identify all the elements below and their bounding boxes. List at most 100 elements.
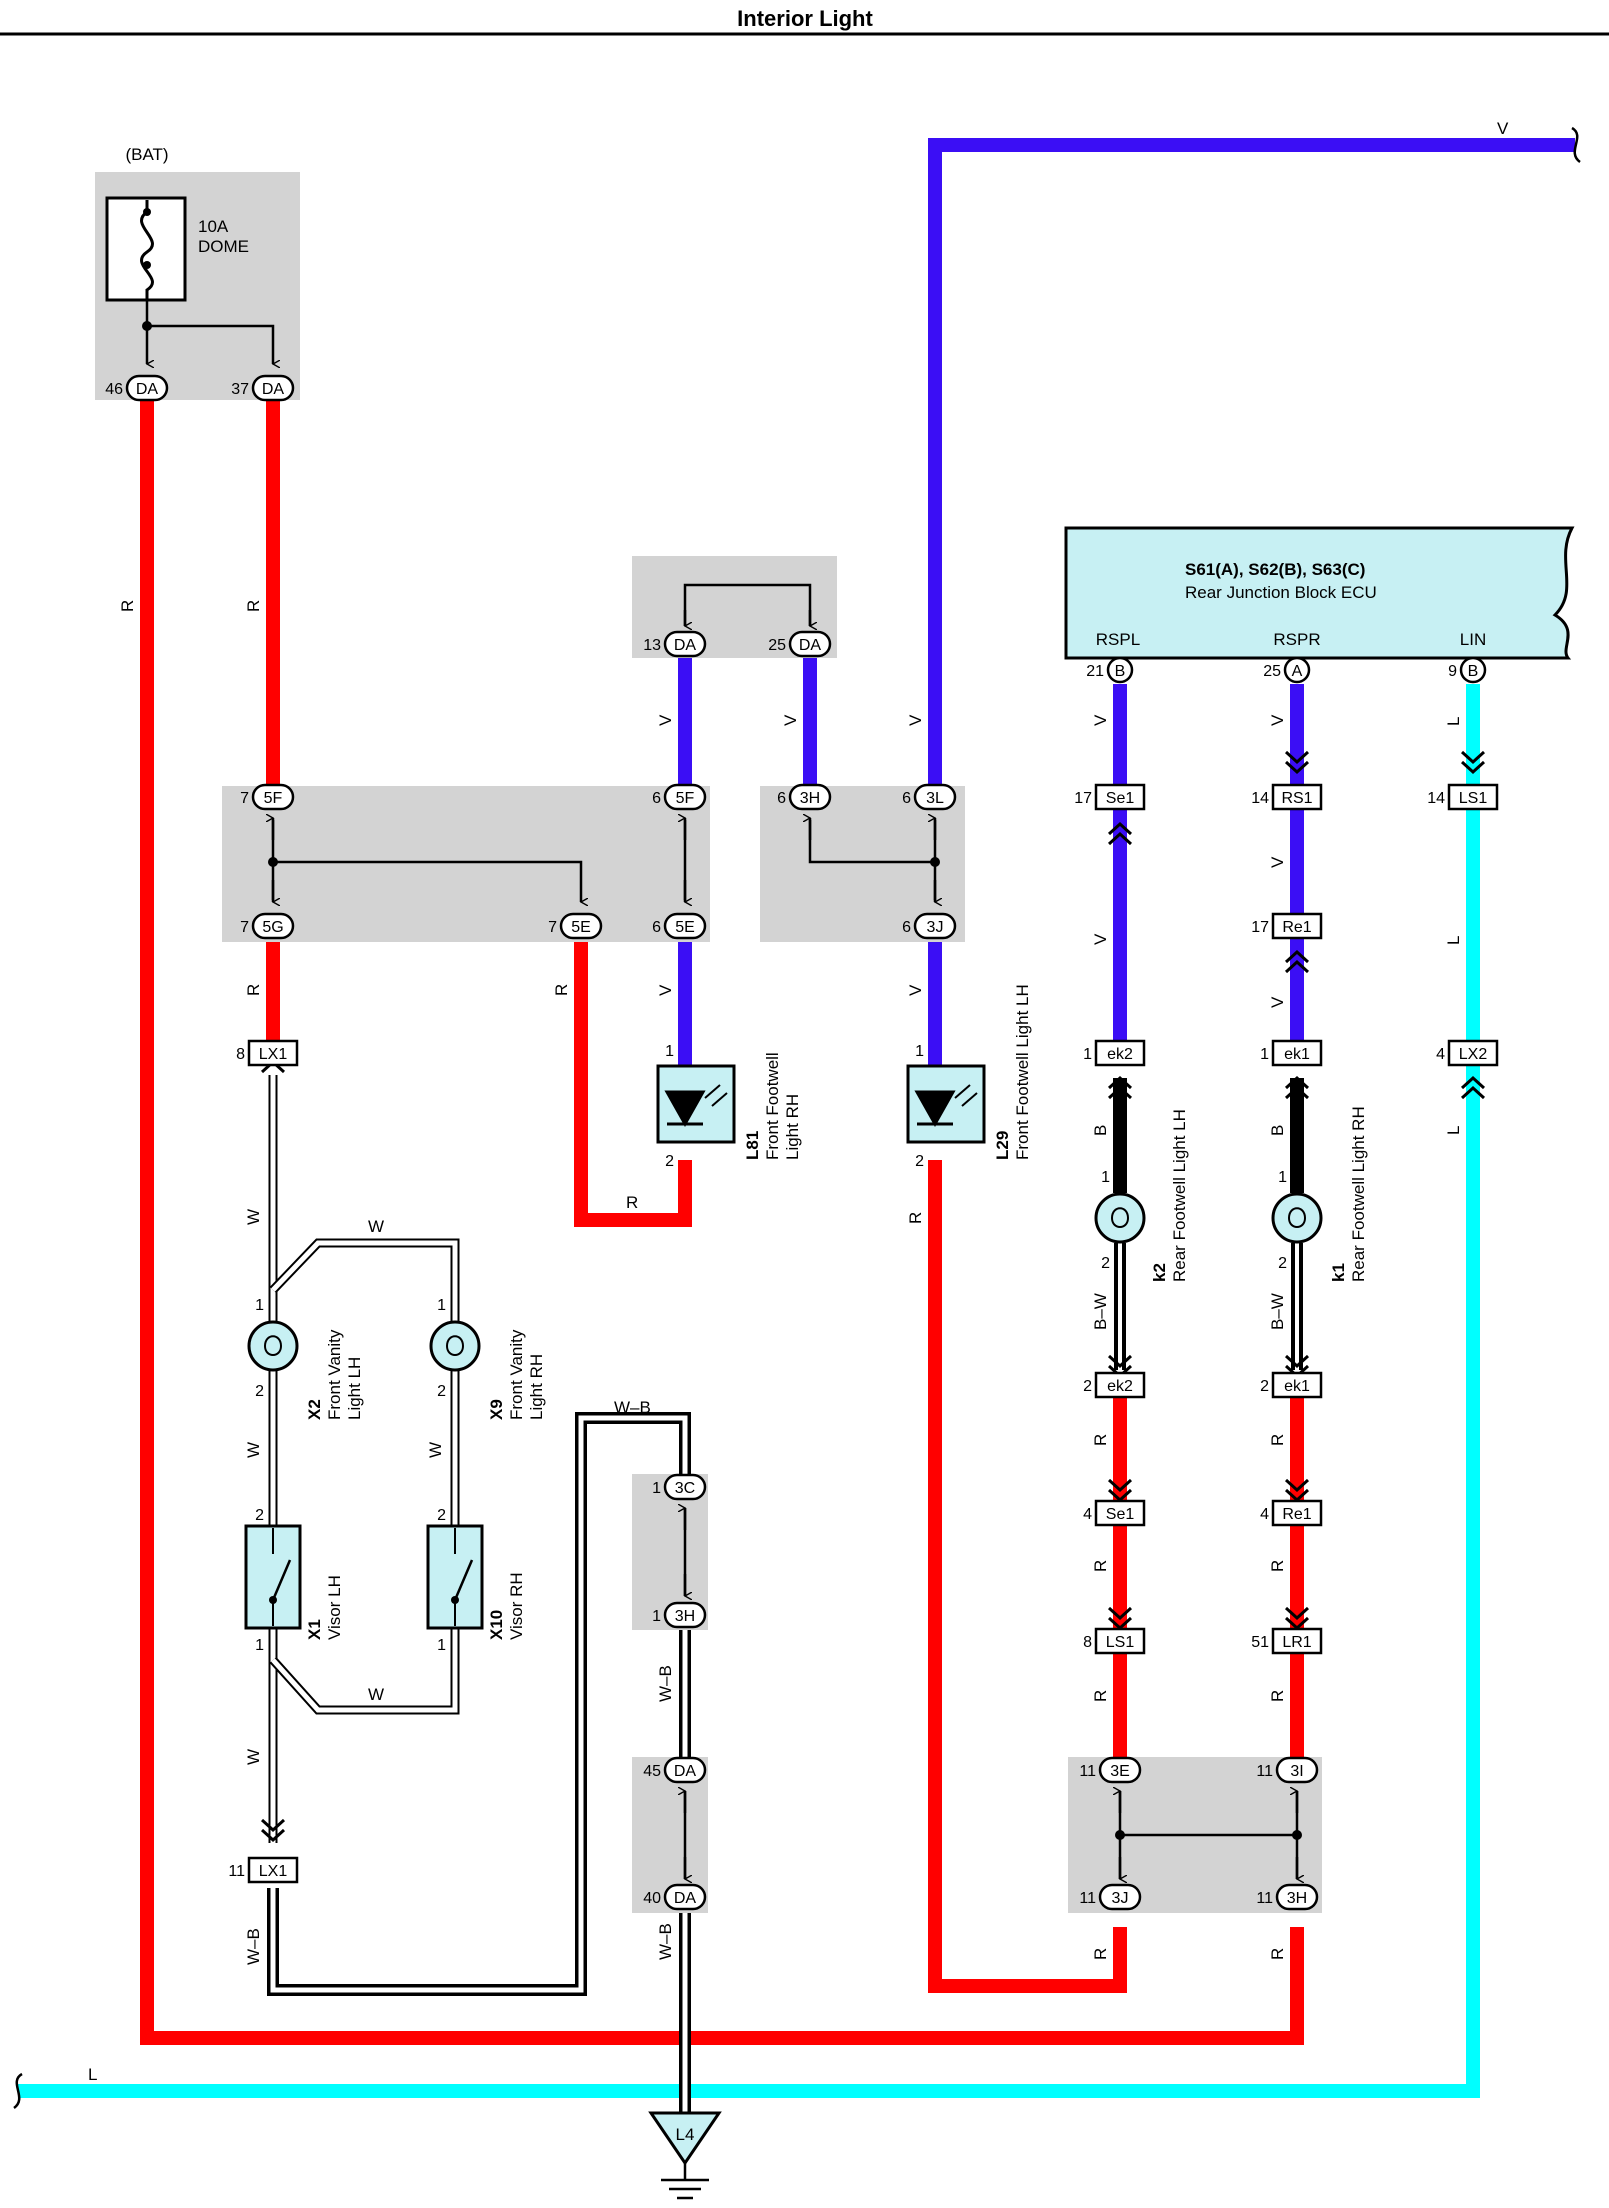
wire-violet-main xyxy=(928,138,1575,786)
wire-break-lightblue xyxy=(13,2072,23,2110)
wire-label: R xyxy=(1091,1434,1110,1446)
connector-ecu-b21: B21 xyxy=(1086,656,1134,684)
pin-number: 2 xyxy=(1278,1255,1287,1272)
l81-id: L81 xyxy=(743,1131,762,1160)
wire-label: R xyxy=(1268,1560,1287,1572)
ground-id: L4 xyxy=(676,2125,695,2144)
front-vanity-light-rh xyxy=(429,1320,481,1372)
connector-code: 3J xyxy=(927,919,944,936)
connector-code: Se1 xyxy=(1106,1506,1135,1523)
connector-code: LX1 xyxy=(259,1046,288,1063)
connector-code: 3E xyxy=(1110,1763,1130,1780)
connector-code: Re1 xyxy=(1282,919,1311,936)
ecu-pin-lin: LIN xyxy=(1460,630,1486,649)
k2-name: Rear Footwell Light LH xyxy=(1170,1109,1189,1282)
visor-lh-switch xyxy=(244,1524,302,1630)
pin-number: 1 xyxy=(665,1043,674,1060)
connector-code: 5E xyxy=(675,919,695,936)
x10-name: Visor RH xyxy=(507,1572,526,1640)
connector-code: 3C xyxy=(675,1480,695,1497)
wire-white-rh-top xyxy=(269,1238,460,1310)
wire-label: R xyxy=(1091,1948,1110,1960)
connector-c3-1: 3C1 xyxy=(652,1473,707,1501)
connector-f5-6: 5F6 xyxy=(652,783,707,811)
connector-code: B xyxy=(1468,663,1479,680)
wire-label: B xyxy=(1268,1125,1287,1136)
pin-number: 1 xyxy=(1101,1169,1110,1186)
pin-number: 2 xyxy=(255,1507,264,1524)
rear-footwell-light-rh xyxy=(1271,1192,1323,1244)
x9-name-2: Light RH xyxy=(527,1354,546,1420)
connector-code: RS1 xyxy=(1281,790,1312,807)
x9-id: X9 xyxy=(487,1399,506,1420)
wire-label: R xyxy=(244,984,263,996)
wire-label: R xyxy=(1091,1560,1110,1572)
connector-code: 3I xyxy=(1290,1763,1303,1780)
connector-code: 3H xyxy=(1287,1890,1307,1907)
connector-g5-7: 5G7 xyxy=(240,912,295,940)
ecu-ids: S61(A), S62(B), S63(C) xyxy=(1185,560,1365,579)
wire-label: R xyxy=(1091,1690,1110,1702)
wire-red-5e-l81 xyxy=(574,942,692,1227)
rear-footwell-light-lh xyxy=(1094,1192,1146,1244)
diagram-title: Interior Light xyxy=(737,6,873,31)
pin-number: 2 xyxy=(915,1153,924,1170)
connector-code: 3L xyxy=(926,790,944,807)
x10-id: X10 xyxy=(487,1610,506,1640)
wire-label: L xyxy=(1444,936,1463,945)
connector-code: Re1 xyxy=(1282,1506,1311,1523)
connector-code: DA xyxy=(674,1890,697,1907)
wire-red-l29-3j xyxy=(928,1160,1127,1993)
connector-l3-6: 3L6 xyxy=(902,783,957,811)
connector-code: DA xyxy=(674,637,697,654)
wire-label: L xyxy=(1444,717,1463,726)
ecu-box xyxy=(1064,526,1575,660)
wire-label: V xyxy=(1091,714,1110,726)
connector-code: LR1 xyxy=(1282,1634,1311,1651)
pin-number: 2 xyxy=(1101,1255,1110,1272)
wire-label: W xyxy=(244,1209,263,1225)
l29-id: L29 xyxy=(993,1131,1012,1160)
wire-label: V xyxy=(906,984,925,996)
pin-number: 1 xyxy=(915,1043,924,1060)
connector-pin: 2 xyxy=(1083,1378,1092,1395)
connector-pin: 14 xyxy=(1427,790,1445,807)
connector-pin: 4 xyxy=(1436,1046,1445,1063)
wire-label: R xyxy=(906,1212,925,1224)
junction-block-5f xyxy=(222,786,710,942)
wire-label: L xyxy=(88,2065,97,2084)
pin-number: 2 xyxy=(437,1383,446,1400)
front-footwell-light-lh xyxy=(906,1064,986,1144)
x9-name-1: Front Vanity xyxy=(507,1329,526,1420)
connector-code: ek1 xyxy=(1284,1378,1310,1395)
connector-code: A xyxy=(1292,663,1303,680)
wire-label: B xyxy=(1091,1125,1110,1136)
connector-pin: 17 xyxy=(1251,919,1269,936)
x2-id: X2 xyxy=(305,1399,324,1420)
pin-number: 2 xyxy=(255,1383,264,1400)
wire-label: V xyxy=(1268,856,1287,868)
connector-f5-7: 5F7 xyxy=(240,783,295,811)
connector-pin: 21 xyxy=(1086,663,1104,680)
connector-e5-6: 5E6 xyxy=(652,912,707,940)
wire-label: V xyxy=(1268,996,1287,1008)
wire-label: R xyxy=(552,984,571,996)
connector-pin: 25 xyxy=(768,637,786,654)
connector-code: LX1 xyxy=(259,1863,288,1880)
pin-number: 2 xyxy=(437,1507,446,1524)
connector-pin: 6 xyxy=(652,790,661,807)
connector-pin: 6 xyxy=(902,919,911,936)
pin-number: 1 xyxy=(1278,1169,1287,1186)
wire-label: W xyxy=(244,1442,263,1458)
